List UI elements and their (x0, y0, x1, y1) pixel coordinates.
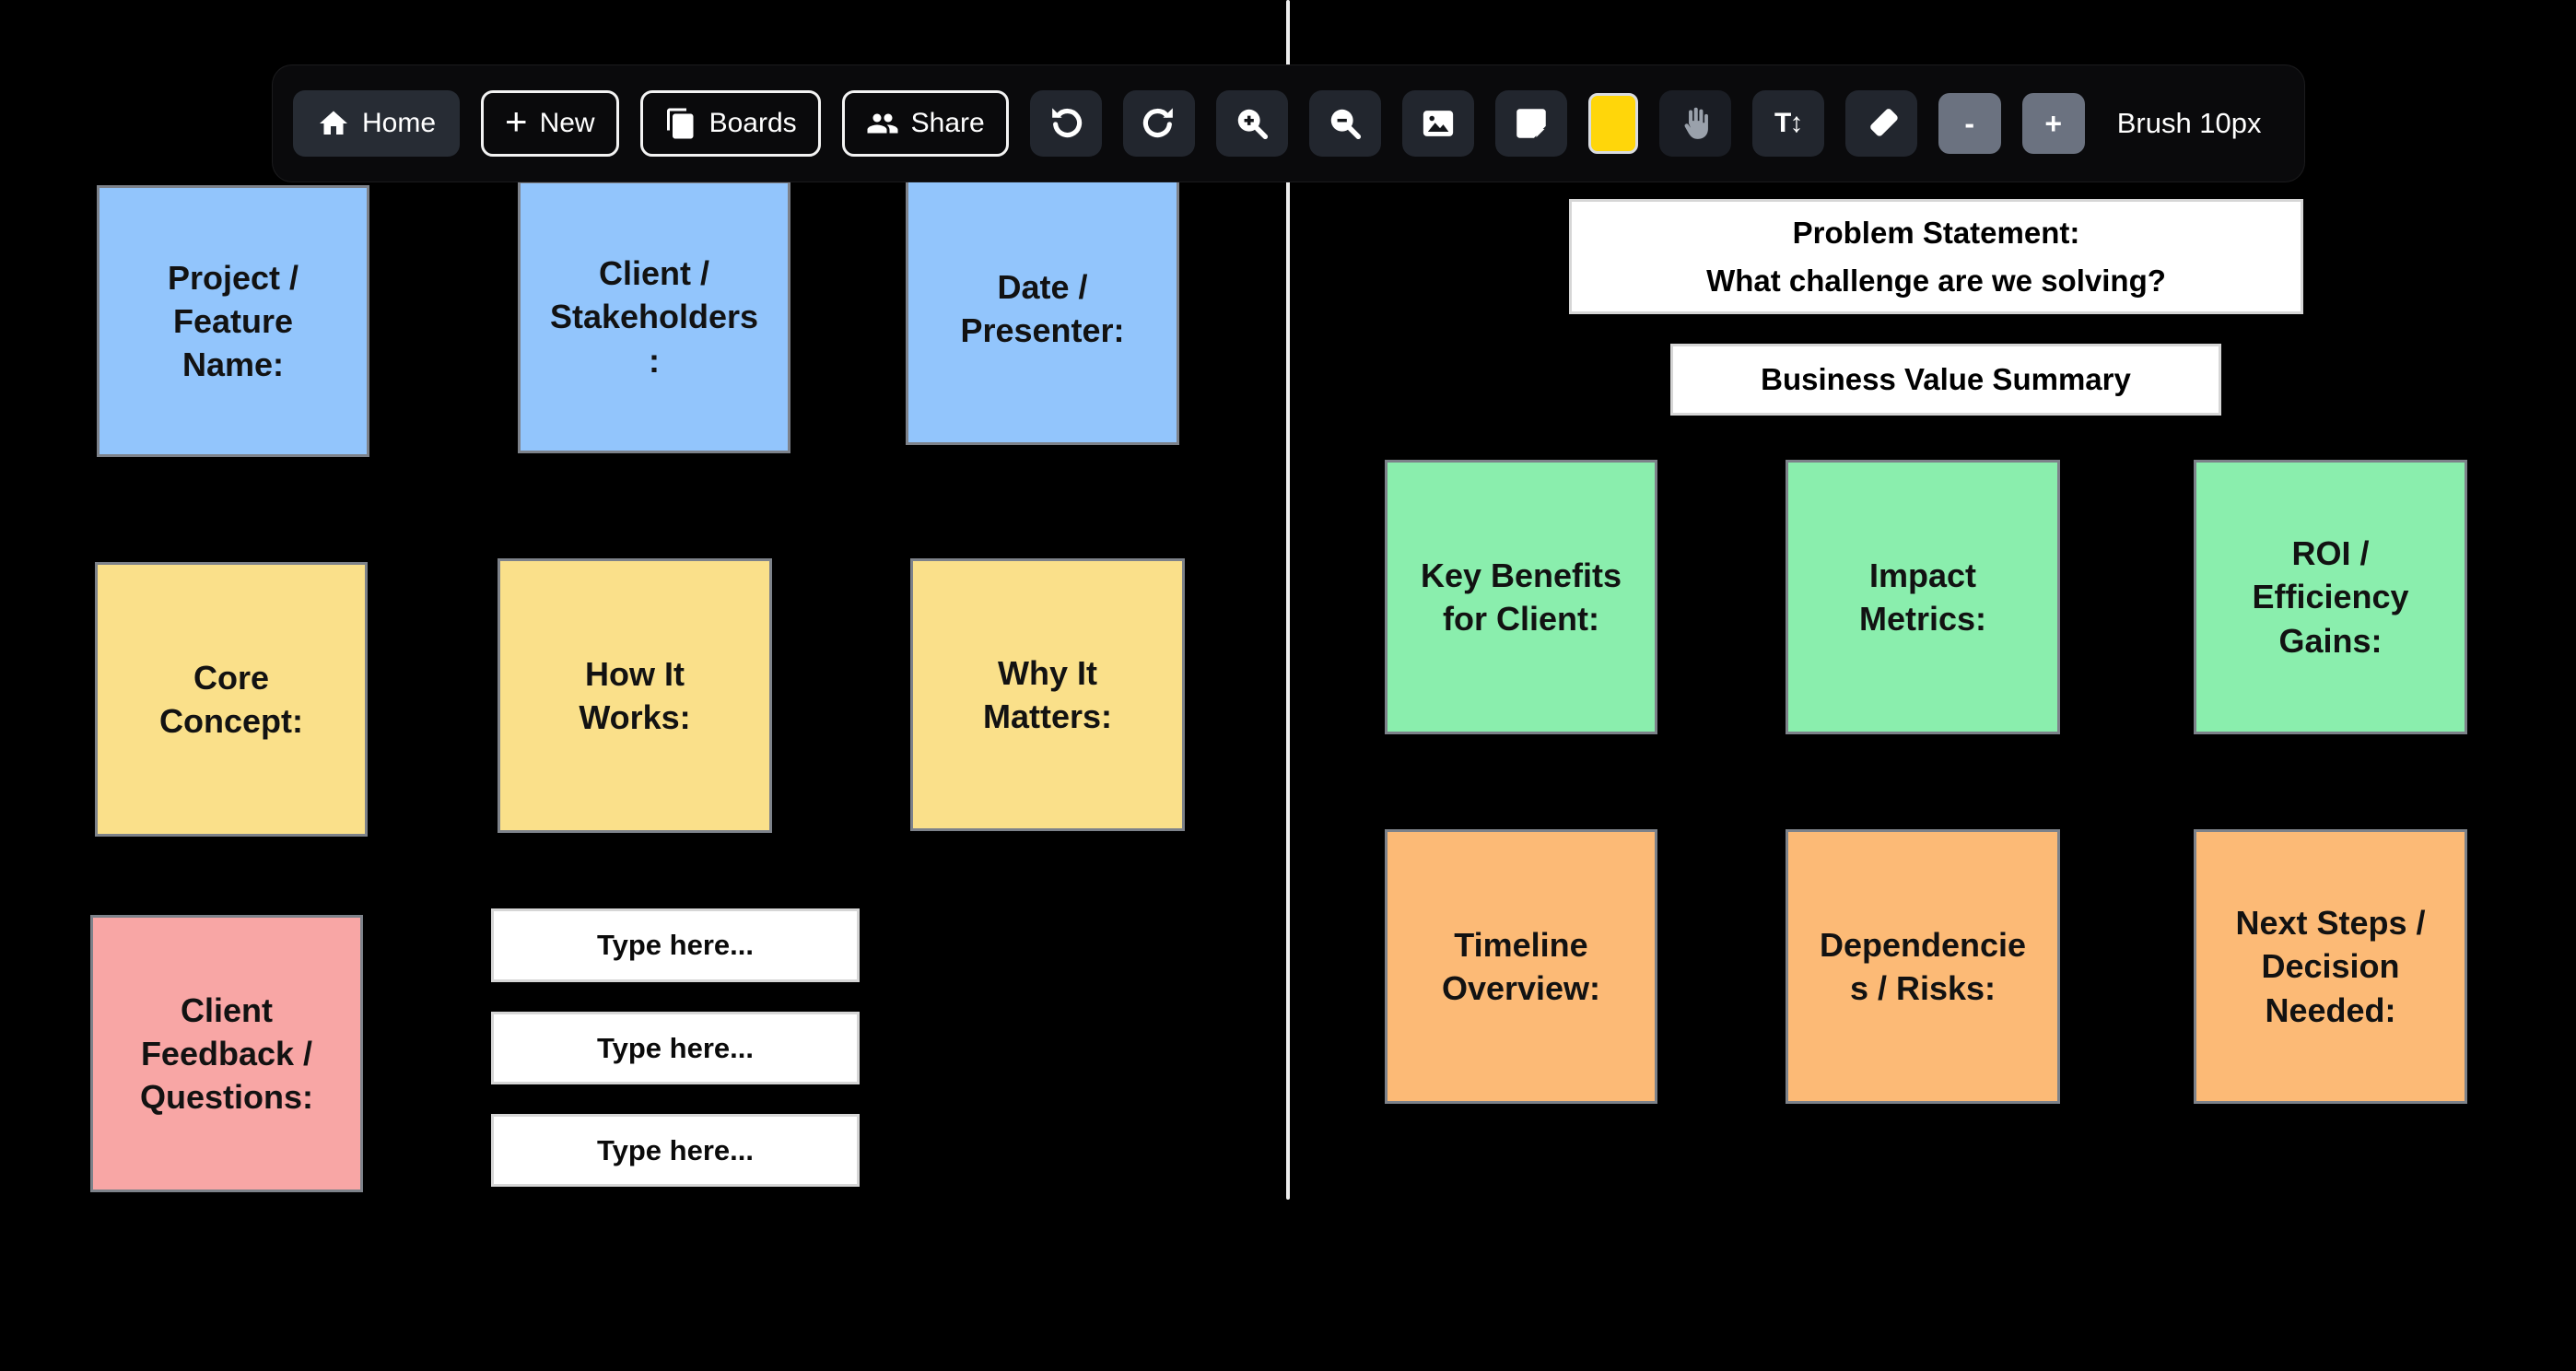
sticky-note[interactable]: Core Concept: (95, 562, 368, 837)
board-panel[interactable]: Business Value Summary (1670, 344, 2221, 416)
zoom-out-icon (1325, 103, 1365, 144)
board-panel[interactable]: Problem Statement: What challenge are we… (1569, 199, 2303, 314)
center-divider-line (1286, 0, 1290, 1200)
sticky-note[interactable]: Why It Matters: (910, 558, 1185, 831)
sticky-note[interactable]: Timeline Overview: (1385, 829, 1657, 1104)
redo-icon (1139, 103, 1179, 144)
pan-button[interactable] (1658, 90, 1731, 157)
sticky-note-icon (1511, 103, 1551, 144)
sticky-note[interactable]: Client Feedback / Questions: (90, 915, 363, 1192)
redo-button[interactable] (1122, 90, 1195, 157)
insert-image-button[interactable] (1401, 90, 1474, 157)
brush-smaller-button[interactable]: - (1938, 93, 2001, 154)
share-label: Share (910, 108, 985, 138)
new-button[interactable]: + New (481, 90, 619, 157)
share-button[interactable]: Share (841, 90, 1009, 157)
hand-icon (1675, 103, 1715, 144)
boards-button[interactable]: Boards (639, 90, 821, 157)
home-label: Home (362, 108, 437, 138)
zoom-in-button[interactable] (1215, 90, 1288, 157)
sticky-note[interactable]: Next Steps / Decision Needed: (2194, 829, 2467, 1104)
image-icon (1418, 103, 1458, 144)
sticky-note[interactable]: Impact Metrics: (1786, 460, 2060, 734)
brush-larger-button[interactable]: + (2021, 93, 2085, 154)
text-box[interactable]: Type here... (491, 1114, 860, 1187)
text-box[interactable]: Type here... (491, 1012, 860, 1084)
zoom-out-button[interactable] (1308, 90, 1381, 157)
tool-button-group: T↕ (1029, 90, 1917, 157)
color-swatch-button[interactable] (1587, 93, 1638, 154)
brush-size-label: Brush 10px (2116, 107, 2262, 139)
eraser-button[interactable] (1844, 90, 1917, 157)
eraser-icon (1861, 103, 1902, 144)
sticky-note[interactable]: Key Benefits for Client: (1385, 460, 1657, 734)
sticky-note[interactable]: Project / Feature Name: (97, 185, 369, 457)
plus-icon: + (505, 100, 528, 143)
undo-button[interactable] (1029, 90, 1102, 157)
sticky-note[interactable]: Client / Stakeholders : (518, 181, 790, 453)
boards-label: Boards (708, 108, 797, 138)
sticky-note[interactable]: ROI / Efficiency Gains: (2194, 460, 2467, 734)
zoom-in-icon (1232, 103, 1272, 144)
share-icon (866, 107, 899, 140)
nav-button-group: Home + New Boards Share (293, 90, 1009, 157)
text-size-button[interactable]: T↕ (1751, 90, 1824, 157)
home-button[interactable]: Home (293, 90, 461, 157)
sticky-note[interactable]: Dependencie s / Risks: (1786, 829, 2060, 1104)
text-size-icon: T↕ (1774, 108, 1803, 138)
text-box[interactable]: Type here... (491, 908, 860, 982)
sticky-note[interactable]: Date / Presenter: (906, 172, 1179, 445)
boards-icon (664, 107, 697, 140)
new-label: New (539, 108, 595, 138)
brush-size-group: -+ (1938, 93, 2085, 154)
undo-icon (1046, 103, 1086, 144)
sticky-note-button[interactable] (1494, 90, 1567, 157)
home-icon (317, 107, 350, 140)
sticky-note[interactable]: How It Works: (498, 558, 772, 833)
